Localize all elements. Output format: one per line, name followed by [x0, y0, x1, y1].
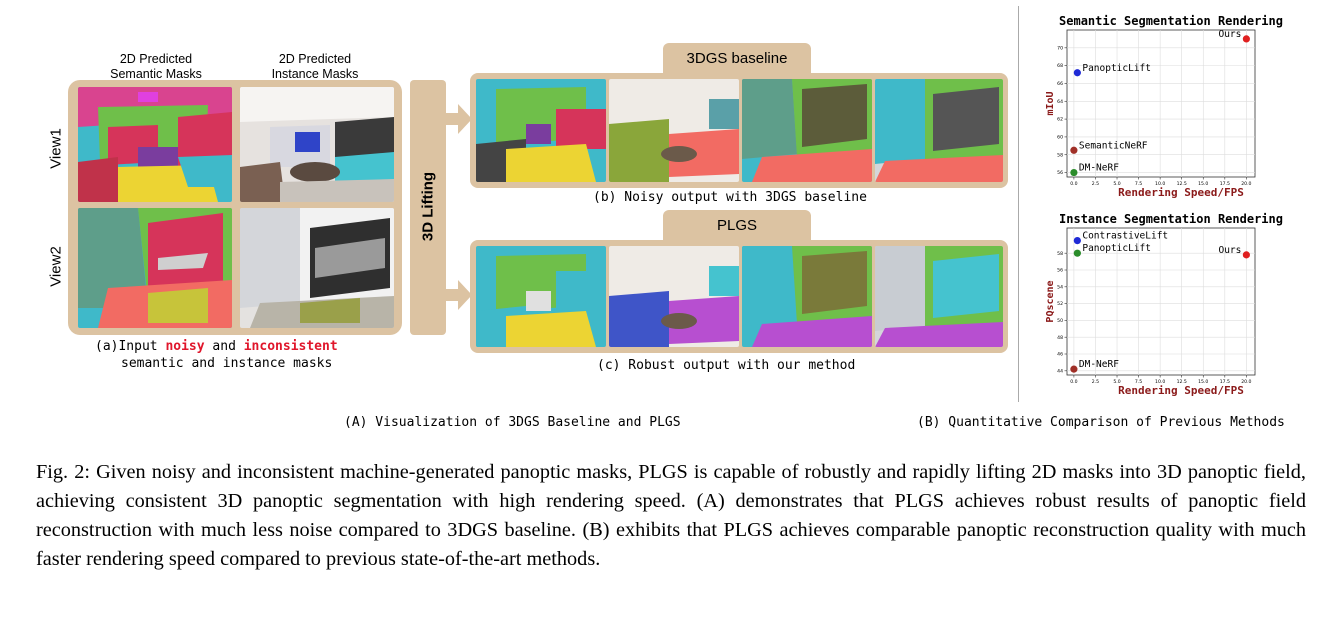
caption-noisy: noisy — [165, 339, 205, 354]
caption-inconsistent: inconsistent — [243, 339, 338, 354]
lifting-bar — [410, 80, 446, 335]
col1-header: 2D Predicted Semantic Masks — [110, 52, 202, 81]
col2-header: 2D Predicted Instance Masks — [271, 52, 359, 81]
y-tick-label: 44 — [1057, 368, 1063, 374]
x-tick-label: 12.5 — [1177, 181, 1187, 187]
x-tick-label: 5.0 — [1113, 181, 1120, 187]
x-tick-label: 0.0 — [1070, 379, 1077, 385]
vertical-divider — [1018, 6, 1019, 402]
y-tick-label: 64 — [1057, 99, 1063, 105]
y-tick-label: 58 — [1057, 152, 1063, 158]
plgs-render-4 — [875, 246, 1003, 347]
plgs-render-3 — [742, 246, 872, 347]
point-label: DM-NeRF — [1079, 359, 1119, 370]
plgs-caption: (c) Robust output with our method — [597, 358, 856, 373]
x-tick-label: 15.0 — [1198, 181, 1208, 187]
y-tick-label: 62 — [1057, 117, 1063, 123]
caption-prefix: (a)Input — [95, 339, 166, 354]
chart-title: Semantic Segmentation Rendering — [1059, 14, 1283, 28]
y-tick-label: 50 — [1057, 318, 1063, 324]
point-panopticlift — [1073, 249, 1081, 257]
y-tick-label: 70 — [1057, 45, 1063, 51]
arrow-to-baseline — [446, 104, 472, 134]
y-tick-label: 60 — [1057, 135, 1063, 141]
baseline-caption: (b) Noisy output with 3DGS baseline — [593, 190, 867, 205]
semantic-mask-view2 — [78, 208, 232, 328]
y-tick-label: 46 — [1057, 352, 1063, 358]
section-b-label: (B) Quantitative Comparison of Previous … — [917, 415, 1285, 430]
x-tick-label: 5.0 — [1113, 379, 1120, 385]
x-tick-label: 2.5 — [1092, 379, 1099, 385]
view1-label: View1 — [47, 128, 65, 169]
y-tick-label: 66 — [1057, 81, 1063, 87]
x-axis-title: Rendering Speed/FPS — [1118, 186, 1244, 199]
x-tick-label: 20.0 — [1241, 181, 1251, 187]
baseline-render-2 — [609, 79, 739, 182]
y-axis-title: mIoU — [1045, 91, 1056, 115]
semantic-chart: Semantic Segmentation Rendering 0.0 2.5 5.0… — [1045, 14, 1283, 199]
semantic-mask-view1 — [78, 87, 232, 202]
y-axis-title: PQscene — [1045, 280, 1056, 322]
point-label: Ours — [1218, 29, 1241, 40]
instance-mask-view1 — [240, 87, 394, 202]
y-tick-label: 58 — [1057, 251, 1063, 257]
point-dm-nerf — [1070, 168, 1078, 177]
y-tick-label: 68 — [1057, 63, 1063, 69]
baseline-render-4 — [875, 79, 1003, 182]
baseline-render-1 — [476, 79, 606, 182]
point-label: PanopticLift — [1082, 243, 1151, 254]
section-a-label: (A) Visualization of 3DGS Baseline and P… — [344, 415, 681, 430]
plgs-render-1 — [476, 246, 606, 347]
baseline-render-3 — [742, 79, 872, 182]
tab-3dgs-baseline: 3DGS baseline — [663, 43, 811, 75]
point-label: SemanticNeRF — [1079, 140, 1148, 151]
y-tick-label: 56 — [1057, 170, 1063, 176]
x-tick-label: 10.0 — [1155, 181, 1165, 187]
x-tick-label: 17.5 — [1220, 181, 1230, 187]
x-tick-label: 12.5 — [1177, 379, 1187, 385]
y-tick-label: 54 — [1057, 284, 1063, 290]
plgs-render-2 — [609, 246, 739, 347]
y-tick-label: 56 — [1057, 268, 1063, 274]
lifting-label: 3D Lifting — [419, 171, 437, 242]
plot-area — [1066, 227, 1256, 376]
point-dm-nerf — [1070, 365, 1078, 373]
x-tick-label: 0.0 — [1070, 181, 1077, 187]
x-tick-label: 17.5 — [1220, 379, 1230, 385]
point-ours — [1242, 251, 1250, 259]
x-tick-label: 20.0 — [1241, 379, 1251, 385]
x-tick-label: 7.5 — [1135, 379, 1142, 385]
x-tick-label: 7.5 — [1135, 181, 1142, 187]
point-ours — [1242, 35, 1250, 43]
x-tick-label: 15.0 — [1198, 379, 1208, 385]
point-panopticlift — [1073, 69, 1081, 77]
point-contrastivelift — [1073, 237, 1081, 245]
point-label: DM-NeRF — [1079, 163, 1119, 174]
point-semanticnerf — [1070, 146, 1078, 154]
view2-label: View2 — [47, 246, 65, 287]
instance-chart: Instance Segmentation Rendering 0.0 2.5 5.0… — [1045, 212, 1283, 397]
point-label: ContrastiveLift — [1082, 231, 1168, 242]
x-tick-label: 2.5 — [1092, 181, 1099, 187]
caption-and: and — [204, 339, 244, 354]
point-label: Ours — [1218, 245, 1241, 256]
arrow-to-plgs — [446, 280, 472, 310]
point-label: PanopticLift — [1082, 63, 1151, 74]
figure-caption: Fig. 2: Given noisy and inconsistent mac… — [36, 461, 1306, 570]
input-caption-line2: semantic and instance masks — [121, 356, 333, 371]
y-tick-label: 48 — [1057, 335, 1063, 341]
tab-plgs: PLGS — [663, 210, 811, 242]
input-caption-line1: (a)Input noisy and inconsistent — [95, 339, 338, 354]
x-tick-label: 10.0 — [1155, 379, 1165, 385]
y-tick-label: 52 — [1057, 301, 1063, 307]
plot-area — [1066, 29, 1256, 178]
x-axis-title: Rendering Speed/FPS — [1118, 384, 1244, 397]
chart-title: Instance Segmentation Rendering — [1059, 212, 1283, 226]
instance-mask-view2 — [240, 208, 394, 328]
